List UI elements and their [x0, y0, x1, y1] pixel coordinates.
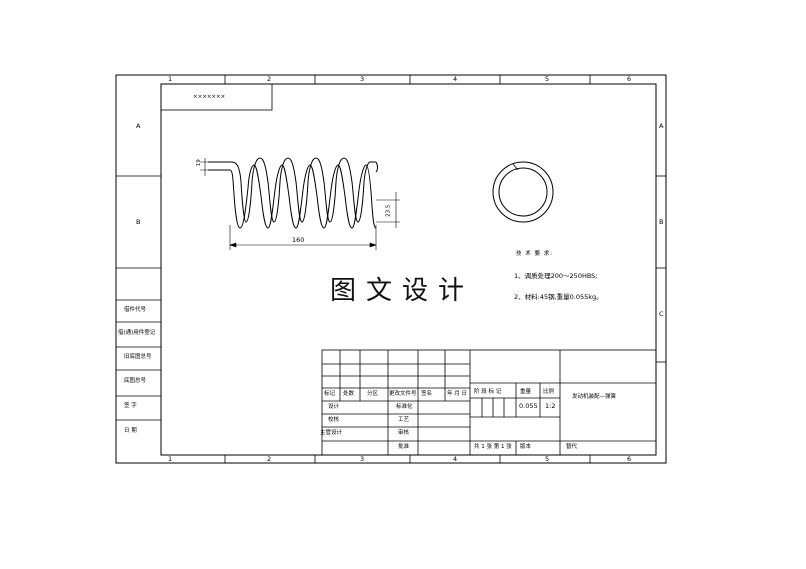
left-panel-signature: 签 字	[124, 403, 137, 409]
row-label-b: B	[136, 218, 141, 226]
rev-header-sign: 签名	[421, 391, 433, 397]
tb-chief: 主管设计	[320, 430, 343, 436]
col-label-1: 1	[168, 75, 173, 83]
tech-req-title: 技 术 要 求:	[516, 251, 554, 257]
left-panel-common-register: 借(通)用件登记	[118, 330, 156, 336]
tech-req-item-1: 1、调质处理200～250HBS;	[514, 272, 598, 280]
tb-weight: 0.055	[519, 402, 538, 410]
tb-scale-label: 比例	[543, 389, 555, 395]
tb-design: 设计	[328, 404, 340, 410]
tb-review: 审核	[398, 430, 410, 436]
spring-end-view	[492, 161, 554, 223]
tb-stage-label: 阶 段 标 记	[474, 389, 502, 395]
grid-ticks	[116, 75, 666, 463]
dim-height: 23.5	[385, 204, 392, 217]
col-label-6-bottom: 6	[627, 455, 632, 463]
col-label-3-bottom: 3	[360, 455, 365, 463]
tb-scale: 1:2	[545, 402, 556, 410]
tb-version: 版本	[520, 444, 532, 450]
col-label-6: 6	[627, 75, 632, 83]
col-label-1-bottom: 1	[168, 455, 173, 463]
spring-side-view	[208, 157, 378, 229]
tb-approve: 批准	[398, 444, 410, 450]
left-panel-borrow-code: 借件代号	[124, 307, 147, 313]
row-label-a: A	[136, 122, 141, 130]
tb-replace: 替代	[566, 444, 578, 450]
col-label-2-bottom: 2	[267, 455, 272, 463]
row-label-a-right: A	[659, 122, 664, 130]
top-left-box-text: ×××××××	[193, 94, 226, 100]
tb-weight-label: 重量	[520, 389, 532, 395]
watermark: 图文设计	[330, 276, 475, 306]
dim-length: 160	[292, 236, 305, 244]
rev-header-count: 处数	[343, 391, 355, 397]
tb-check: 校核	[328, 417, 340, 423]
col-label-3: 3	[360, 75, 365, 83]
dimension-lines	[200, 158, 400, 250]
rev-header-date: 年 月 日	[447, 391, 467, 397]
left-panel-old-drawing-no: 旧底图总号	[124, 354, 152, 360]
left-panel-drawing-no: 底图总号	[124, 378, 147, 384]
col-label-4: 4	[453, 75, 458, 83]
rev-header-zone: 分区	[367, 391, 379, 397]
title-block-lines	[321, 349, 657, 456]
col-label-5: 5	[545, 75, 550, 83]
tb-process: 工艺	[398, 417, 410, 423]
outer-frame	[115, 74, 667, 464]
dim-pitch: 19	[195, 159, 202, 167]
col-label-2: 2	[267, 75, 272, 83]
rev-header-mark: 标记	[324, 391, 336, 397]
tb-sheet-info: 共 1 张 第 1 张	[474, 444, 512, 450]
left-panel-date: 日 期	[124, 428, 137, 434]
col-label-4-bottom: 4	[453, 455, 458, 463]
row-label-c-right: C	[659, 310, 664, 318]
tb-drawing-name: 发动机装配—弹簧	[572, 394, 617, 400]
tb-standardize: 标准化	[396, 404, 413, 410]
top-left-box	[160, 83, 273, 111]
rev-header-change-doc: 更改文件号	[389, 391, 417, 397]
row-label-b-right: B	[659, 218, 664, 226]
left-panel-lines	[116, 299, 161, 421]
tech-req-item-2: 2、材料:45钢,重量0.055kg。	[514, 293, 603, 301]
col-label-5-bottom: 5	[545, 455, 550, 463]
